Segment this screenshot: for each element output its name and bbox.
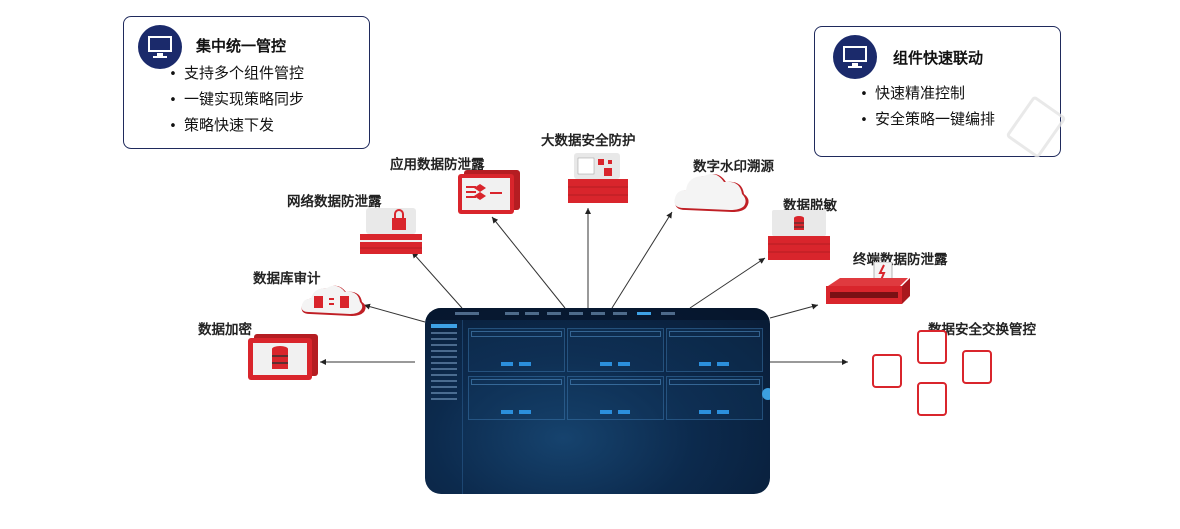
monitor-cluster-icon xyxy=(870,330,1000,422)
monitor-icon xyxy=(833,35,877,79)
console-panel xyxy=(468,376,565,420)
node-label-encryption: 数据加密 xyxy=(198,322,252,338)
node-label-app-dlp: 应用数据防泄露 xyxy=(390,157,485,173)
feature-item: 策略快速下发 xyxy=(162,113,304,139)
console-panel xyxy=(468,328,565,372)
lock-firewall-icon xyxy=(360,208,422,254)
rack-server-icon xyxy=(824,261,910,308)
node-label-net-dlp: 网络数据防泄露 xyxy=(287,194,382,210)
line-db-audit xyxy=(363,303,426,323)
line-net-dlp xyxy=(411,251,463,309)
feature-item: 一键实现策略同步 xyxy=(162,87,304,113)
management-console-screenshot xyxy=(425,308,770,494)
console-panel xyxy=(567,376,664,420)
feature-card-fast-linkage: 组件快速联动 快速精准控制 安全策略一键编排 xyxy=(814,26,1067,159)
console-sidebar xyxy=(425,320,463,494)
cloud-icon xyxy=(672,168,752,214)
terminal-monitor-icon xyxy=(917,382,947,416)
watermark-icon xyxy=(1005,95,1067,159)
app-dlp-appliance-icon xyxy=(458,170,520,214)
node-label-exchange: 数据安全交换管控 xyxy=(928,322,1036,338)
database-box-icon xyxy=(248,334,318,380)
feature-list: 快速精准控制 安全策略一键编排 xyxy=(853,81,995,133)
card-title: 组件快速联动 xyxy=(893,49,984,67)
line-app-dlp xyxy=(491,216,566,309)
node-label-bigdata: 大数据安全防护 xyxy=(541,133,636,149)
feature-item: 支持多个组件管控 xyxy=(162,61,304,87)
bigdata-server-icon xyxy=(568,153,628,205)
terminal-monitor-icon xyxy=(962,350,992,384)
line-endpoint xyxy=(769,303,819,319)
feature-item: 快速精准控制 xyxy=(853,81,995,107)
node-label-db-audit: 数据库审计 xyxy=(253,271,321,287)
feature-card-centralized-control: 集中统一管控 支持多个组件管控 一键实现策略同步 策略快速下发 xyxy=(123,16,370,149)
card-title: 集中统一管控 xyxy=(196,37,287,55)
line-masking xyxy=(689,257,766,309)
console-panel xyxy=(567,328,664,372)
feature-item: 安全策略一键编排 xyxy=(853,107,995,133)
cloud-database-icon xyxy=(300,282,368,316)
line-watermark xyxy=(611,211,673,309)
console-panel xyxy=(666,376,763,420)
console-top-bar xyxy=(425,308,770,320)
terminal-monitor-icon xyxy=(917,330,947,364)
feature-list: 支持多个组件管控 一键实现策略同步 策略快速下发 xyxy=(162,61,304,139)
console-panel xyxy=(666,328,763,372)
node-label-watermark: 数字水印溯源 xyxy=(693,159,774,175)
database-firewall-icon xyxy=(768,210,830,260)
console-floating-button xyxy=(762,388,770,400)
terminal-monitor-icon xyxy=(872,354,902,388)
